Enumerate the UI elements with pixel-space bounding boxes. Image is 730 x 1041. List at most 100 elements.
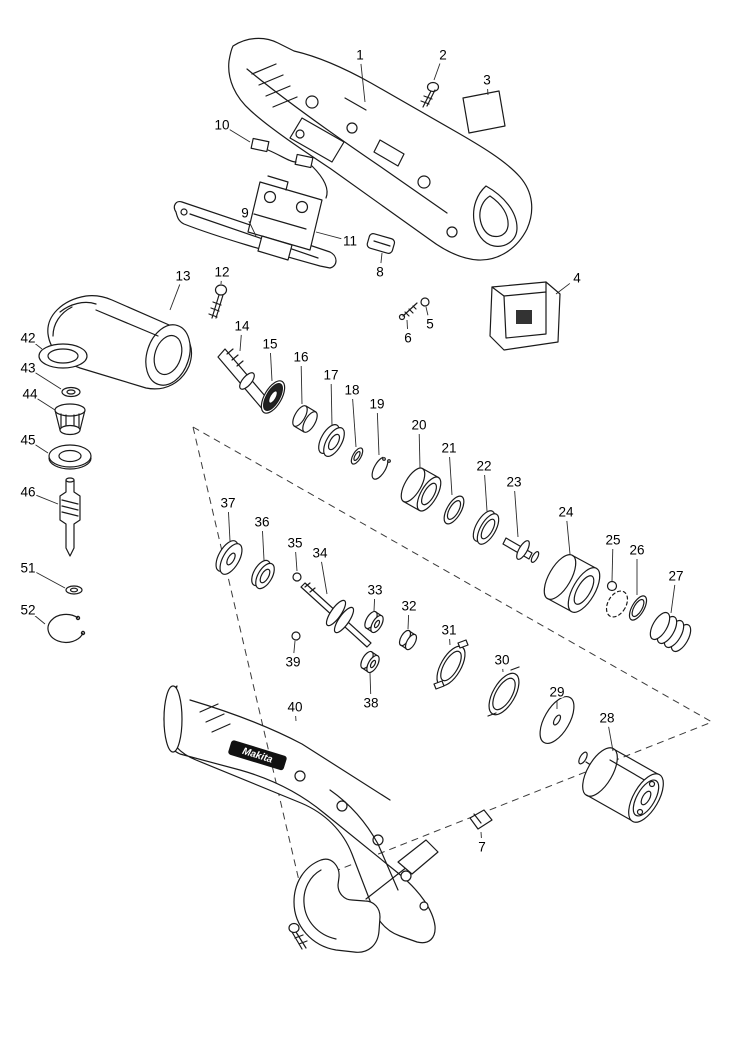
part-drawing-baffle-29	[539, 696, 575, 744]
part-label-42: 42	[20, 331, 35, 346]
part-drawing-leadwire-10	[250, 137, 328, 199]
part-drawing-snapring-52	[47, 613, 86, 643]
part-drawing-washer-22	[472, 510, 500, 545]
part-drawing-nameplate-3	[462, 90, 506, 134]
part-drawing-ball-35	[292, 572, 302, 582]
leader-line-34	[321, 561, 328, 595]
part-label-14: 14	[234, 319, 250, 334]
part-drawing-bearing-45	[48, 444, 92, 470]
part-label-19: 19	[369, 397, 384, 412]
part-label-5: 5	[426, 317, 434, 332]
makita-logo: Makita	[228, 740, 287, 771]
part-label-13: 13	[175, 269, 190, 284]
part-drawing-bevelgear-44	[54, 403, 86, 436]
leader-line-19	[376, 412, 380, 456]
part-drawing-screw-bottom	[288, 922, 308, 950]
leader-line-8	[380, 252, 383, 264]
part-drawing-clip-7	[469, 809, 493, 830]
leader-line-38	[369, 672, 372, 695]
part-drawing-belt-hook	[293, 839, 439, 953]
leader-line-10	[229, 129, 251, 143]
part-label-23: 23	[506, 475, 521, 490]
part-label-22: 22	[476, 459, 491, 474]
part-label-36: 36	[254, 515, 269, 530]
part-drawing-ring-42	[38, 343, 88, 369]
leader-line-2	[433, 63, 441, 81]
part-drawing-gear-38	[360, 650, 380, 674]
part-drawing-switch-11	[247, 175, 323, 261]
part-drawing-button-8	[366, 233, 396, 254]
part-label-32: 32	[401, 599, 416, 614]
part-label-33: 33	[367, 583, 382, 598]
leader-line-44	[37, 398, 56, 411]
leader-line-21	[449, 456, 453, 496]
part-label-12: 12	[214, 265, 229, 280]
leader-line-42	[34, 343, 43, 350]
part-label-24: 24	[558, 505, 574, 520]
leader-line-4	[555, 283, 571, 295]
part-label-30: 30	[494, 653, 509, 668]
part-drawing-gear-32	[398, 629, 418, 651]
part-drawing-ring-51	[65, 585, 83, 595]
leader-line-28	[608, 726, 614, 752]
leader-line-35	[295, 551, 298, 572]
part-drawing-ring-30	[487, 666, 520, 717]
leader-line-16	[300, 365, 303, 405]
part-drawing-housing-40: Makita	[163, 685, 436, 944]
leader-line-5	[425, 306, 429, 316]
part-label-18: 18	[344, 383, 359, 398]
leader-line-51	[35, 571, 66, 589]
leader-line-52	[34, 615, 46, 625]
part-drawing-washer-37	[215, 540, 243, 575]
part-label-46: 46	[20, 485, 35, 500]
part-drawing-ringgear-31	[433, 639, 469, 690]
part-drawing-bearing-36	[251, 559, 275, 590]
part-drawing-ring-43	[61, 386, 81, 398]
leader-lines	[34, 63, 676, 839]
leader-line-9	[248, 220, 257, 237]
part-label-44: 44	[22, 387, 38, 402]
part-label-52: 52	[20, 603, 35, 618]
leader-line-25	[611, 548, 614, 582]
part-label-51: 51	[20, 561, 35, 576]
part-label-31: 31	[441, 623, 456, 638]
part-label-4: 4	[573, 271, 581, 286]
leader-line-15	[270, 352, 273, 382]
part-label-1: 1	[356, 48, 364, 63]
part-label-26: 26	[629, 543, 644, 558]
leader-line-20	[418, 433, 421, 469]
part-label-38: 38	[363, 696, 378, 711]
leader-line-22	[484, 474, 488, 512]
part-drawing-snapring-19	[371, 454, 391, 480]
leader-line-32	[407, 614, 410, 630]
part-label-45: 45	[20, 433, 35, 448]
part-label-10: 10	[214, 118, 229, 133]
part-drawing-pin-5	[420, 297, 430, 307]
part-drawing-spacer-20	[400, 467, 442, 512]
part-label-20: 20	[411, 418, 426, 433]
leader-line-37	[228, 511, 231, 542]
part-drawing-gearcase-24	[543, 554, 601, 613]
part-label-8: 8	[376, 265, 384, 280]
leader-line-39	[293, 640, 296, 654]
part-drawing-ring-15	[260, 380, 286, 414]
leader-line-11	[315, 231, 342, 240]
part-drawing-sleeve-16	[292, 405, 318, 433]
part-drawing-washer-21	[443, 495, 465, 525]
part-label-40: 40	[287, 700, 302, 715]
leader-line-46	[36, 494, 59, 505]
part-drawing-ball-39	[291, 631, 301, 641]
leader-line-36	[262, 530, 265, 561]
part-label-15: 15	[262, 337, 277, 352]
leader-line-1	[360, 63, 366, 103]
part-label-34: 34	[312, 546, 328, 561]
part-label-28: 28	[599, 711, 614, 726]
part-drawing-ring-26	[628, 595, 648, 621]
part-label-7: 7	[478, 840, 486, 855]
part-label-16: 16	[293, 350, 308, 365]
part-drawing-springs-27	[649, 611, 692, 653]
part-drawing-spindle-46	[59, 477, 81, 557]
